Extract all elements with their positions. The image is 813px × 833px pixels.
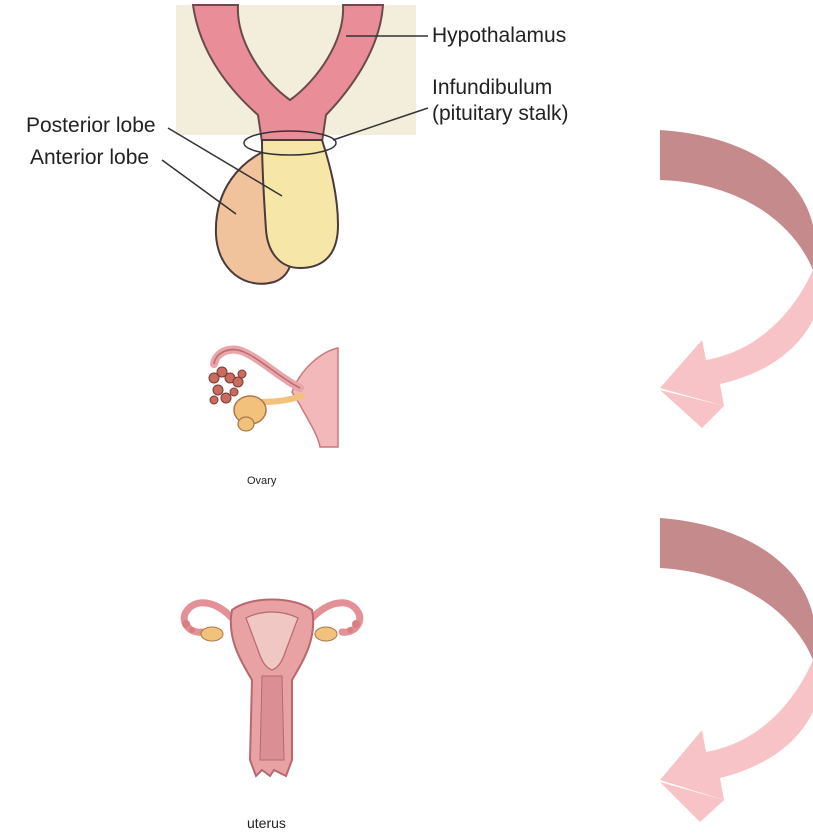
- arrow-bottom-dark: [660, 518, 813, 660]
- arrow-bottom-light: [660, 660, 813, 800]
